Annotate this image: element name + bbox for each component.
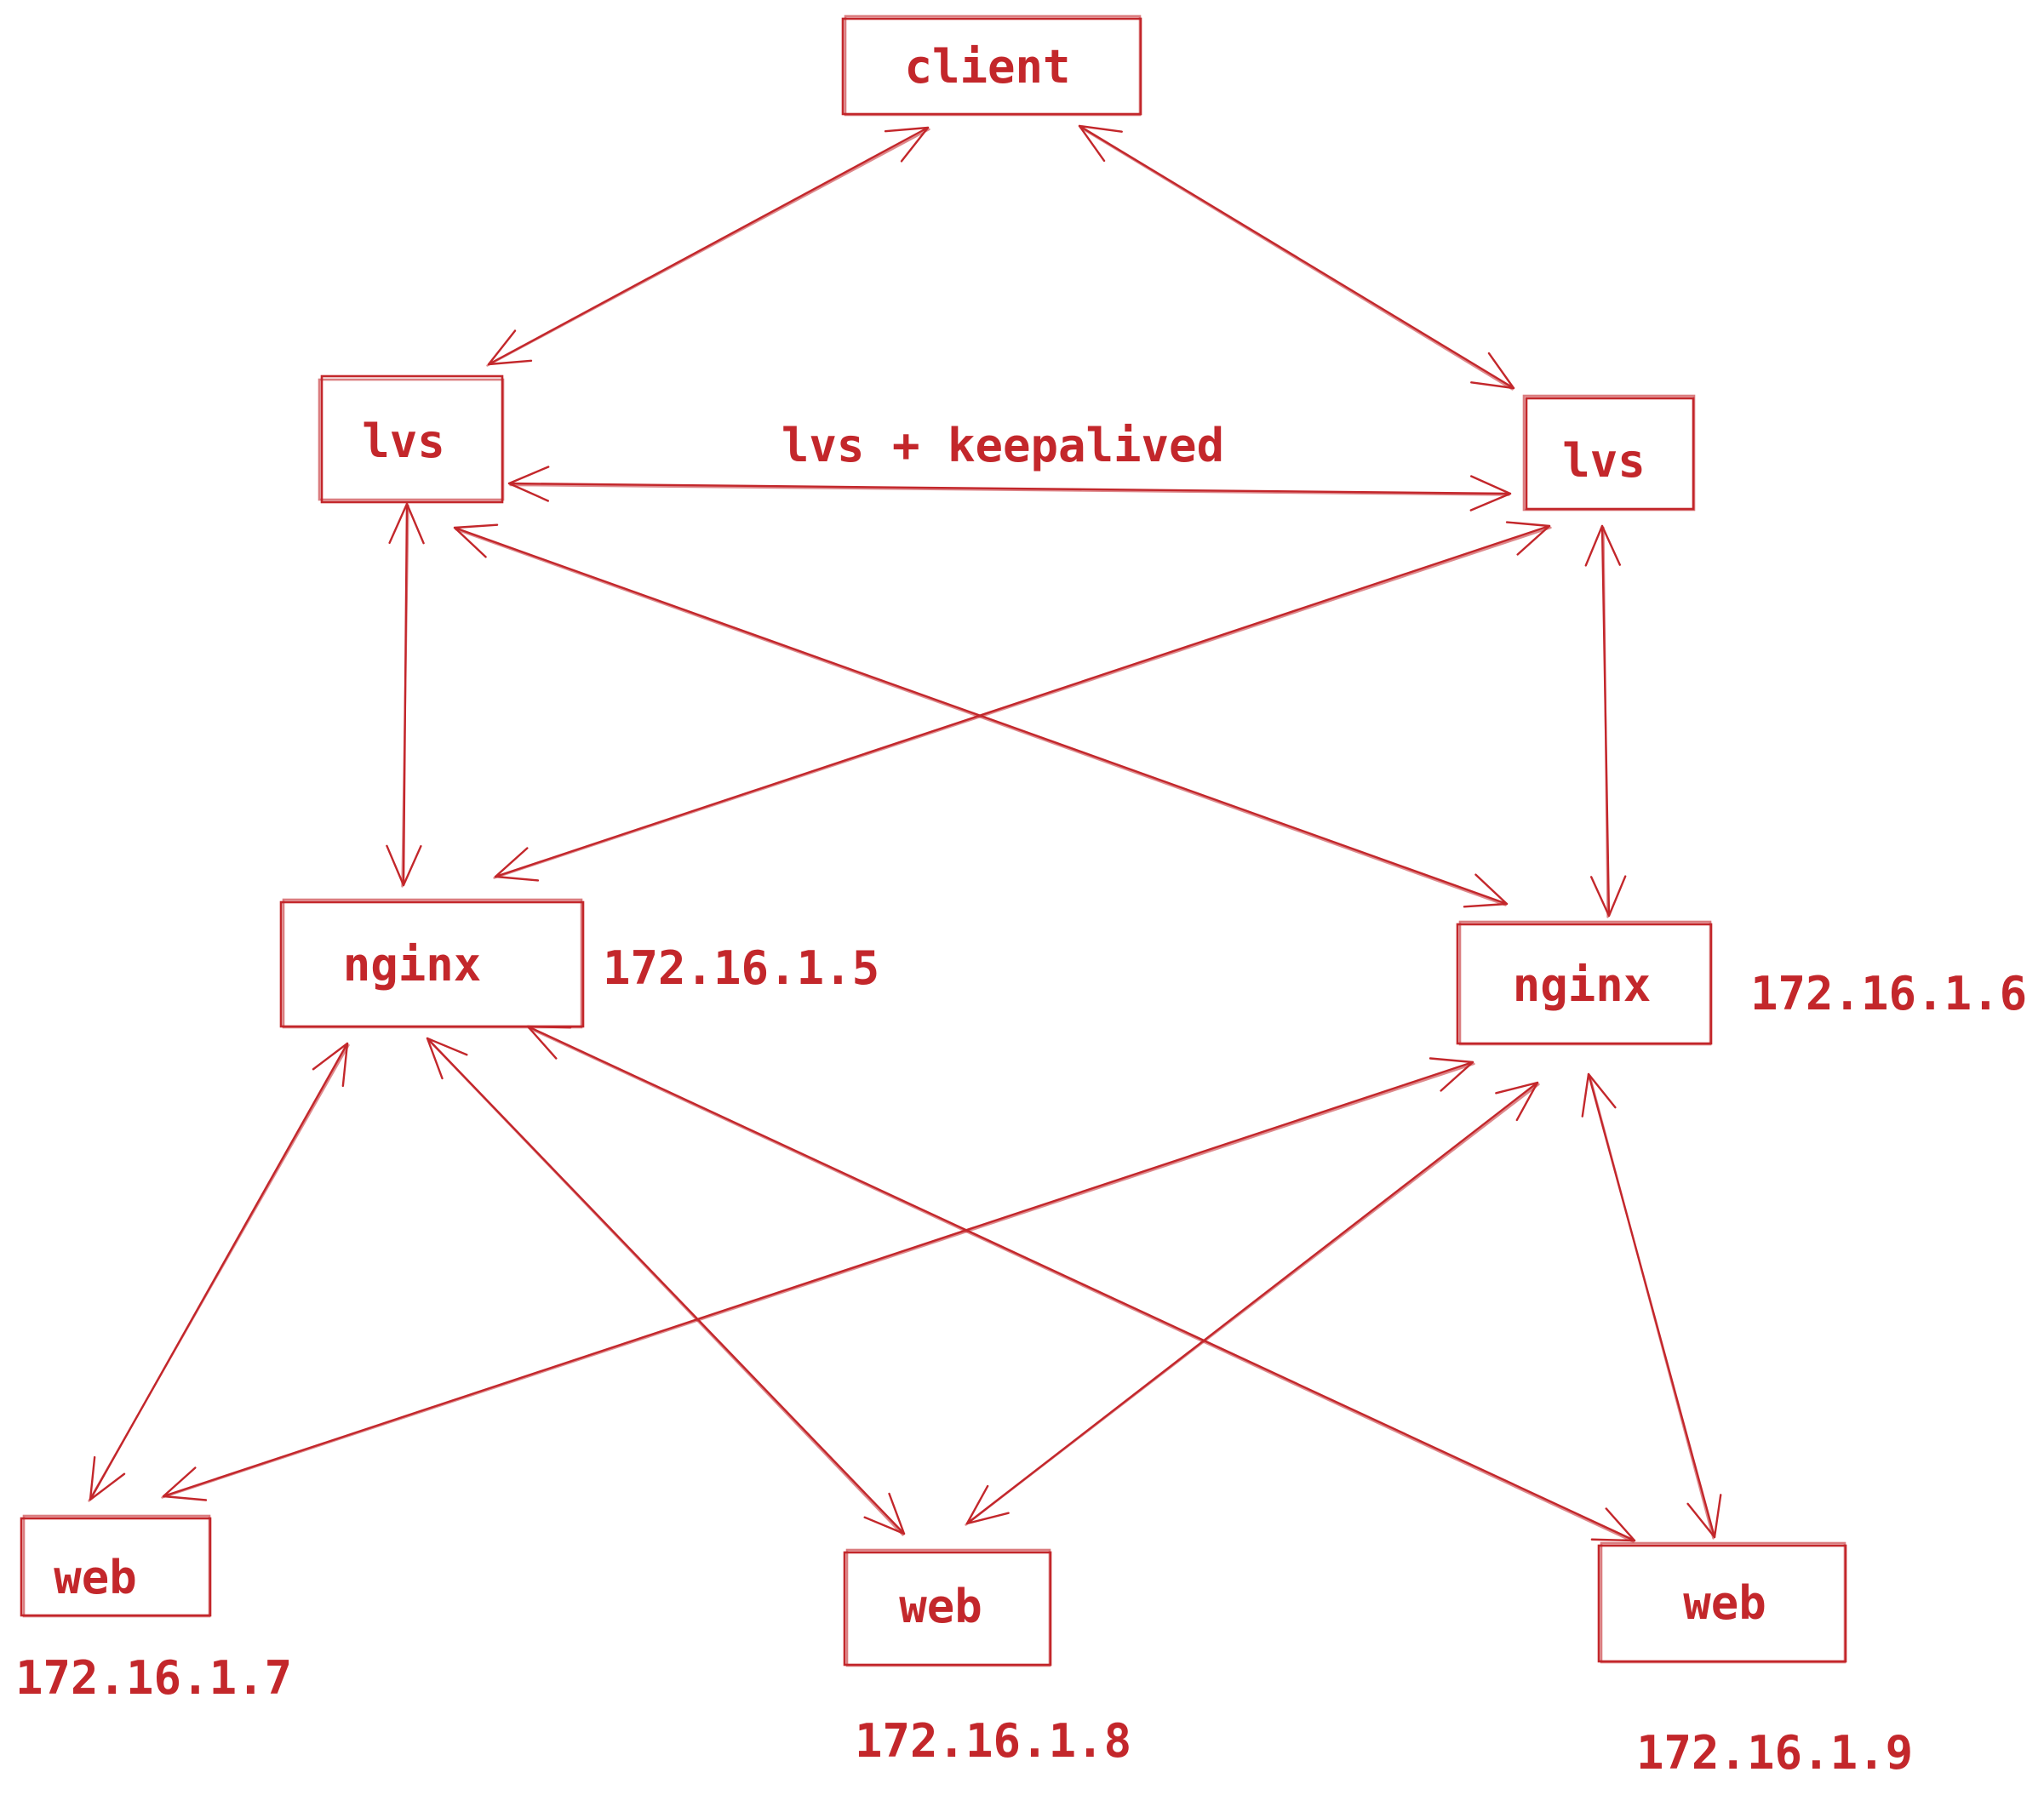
arrowhead-start [884, 126, 930, 163]
arrowhead-start [1078, 124, 1123, 163]
arrowhead-end [89, 1455, 126, 1501]
node-nginx-right: nginx [1456, 920, 1713, 1046]
node-web-right-label: web [1683, 1576, 1766, 1630]
arrowhead-end [1463, 873, 1509, 908]
arrowhead-end [863, 1492, 906, 1535]
node-lvs-right-label: lvs [1562, 434, 1646, 488]
node-nginx-right-label: nginx [1513, 958, 1652, 1012]
edge-label-lvs-keepalived: lvs + keepalived [782, 419, 1224, 472]
arrowhead-start [1495, 1081, 1539, 1122]
edge-line [507, 482, 1512, 495]
ip-web-mid: 172.16.1.8 [855, 1714, 1131, 1768]
arrowhead-end [494, 847, 540, 882]
edge-line-sketch [161, 1062, 1475, 1499]
arrowhead-end [1469, 475, 1512, 512]
edge-line [526, 1025, 1636, 1542]
edge-line-sketch [528, 1026, 1635, 1543]
edges-layer [88, 124, 1722, 1543]
edge-nginx-right-to-web-left [161, 1057, 1475, 1501]
arrowhead-end [965, 1484, 1010, 1525]
edge-nginx-left-to-web-left [88, 1042, 350, 1502]
arrowhead-end [1686, 1494, 1722, 1539]
arrowhead-start [426, 1037, 468, 1080]
node-lvs-left: lvs [318, 374, 505, 504]
edge-nginx-right-to-web-mid [965, 1081, 1540, 1526]
node-web-mid-label: web [899, 1580, 982, 1633]
edge-line-sketch [401, 504, 409, 888]
arrowhead-start [1429, 1057, 1474, 1092]
node-lvs-right: lvs [1522, 394, 1696, 512]
edge-line-sketch [1589, 1074, 1715, 1540]
edge-client-to-lvs-right [1078, 124, 1515, 391]
node-client: client [841, 14, 1142, 117]
edge-lvs-left-to-nginx-left [386, 502, 425, 888]
ip-nginx-right: 172.16.1.6 [1750, 967, 2027, 1020]
node-web-mid: web [843, 1548, 1052, 1667]
arrowhead-start [507, 466, 550, 502]
edge-nginx-left-to-web-right [526, 1025, 1636, 1543]
edge-line-sketch [509, 483, 1510, 496]
edge-nginx-left-to-web-mid [426, 1037, 906, 1536]
arrowhead-start [1581, 1072, 1617, 1118]
ip-web-right: 172.16.1.9 [1636, 1726, 1913, 1780]
edge-lvs-right-to-nginx-right [1584, 524, 1627, 918]
edge-lvs-left-to-lvs-right [507, 466, 1512, 512]
arrowhead-start [453, 523, 499, 558]
node-client-label: client [904, 40, 1070, 94]
node-web-left-label: web [54, 1551, 137, 1604]
node-nginx-left: nginx [279, 898, 585, 1029]
ip-nginx-left: 172.16.1.5 [603, 941, 879, 995]
node-web-left: web [20, 1514, 212, 1618]
arrowhead-end [162, 1466, 208, 1501]
arrowhead-end [1590, 875, 1627, 918]
edge-line-sketch [965, 1083, 1540, 1526]
arrowhead-start [312, 1042, 349, 1088]
arrowhead-start [1584, 524, 1621, 567]
edge-line-sketch [88, 1043, 350, 1502]
edge-line-sketch [1079, 126, 1514, 391]
edge-line-sketch [493, 526, 1552, 879]
ip-web-left: 172.16.1.7 [15, 1651, 292, 1705]
node-nginx-left-label: nginx [343, 938, 482, 992]
node-lvs-left-label: lvs [362, 414, 445, 468]
arrowhead-start [388, 502, 425, 545]
arrowhead-end [1470, 352, 1515, 390]
edge-nginx-right-to-web-right [1581, 1072, 1722, 1540]
arrowhead-end [386, 844, 422, 887]
edge-lvs-right-to-nginx-left [493, 521, 1552, 882]
edge-client-to-lvs-left [486, 126, 930, 367]
arrowhead-end [1590, 1507, 1636, 1542]
edge-line-sketch [486, 128, 930, 367]
arrowhead-end [487, 329, 533, 366]
edge-line-sketch [1602, 526, 1609, 918]
node-web-right: web [1597, 1541, 1847, 1664]
arrowhead-start [1505, 521, 1551, 556]
edge-line-sketch [427, 1038, 904, 1536]
